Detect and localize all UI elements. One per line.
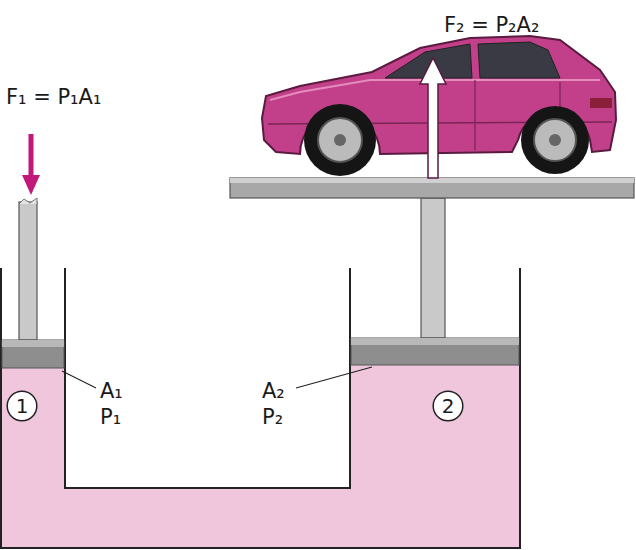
piston-rod (421, 198, 445, 338)
car (262, 36, 616, 176)
force-label: F₁ = P₁A₁ (6, 86, 101, 109)
force-arrow-up (420, 58, 446, 178)
pressure-label: P₁ (100, 406, 121, 429)
leader-line (296, 367, 372, 388)
small-piston (2, 340, 64, 368)
hydraulic-fluid (1, 365, 520, 548)
force-arrow-shaft (29, 134, 34, 178)
leader-line (62, 371, 96, 388)
force-label: F₂ = P₂A₂ (444, 14, 539, 37)
callout-number: 2 (442, 394, 455, 418)
vessel-inner-wall (65, 268, 350, 488)
callout-circle: 1 (6, 390, 38, 422)
callout-number: 1 (16, 394, 29, 418)
piston-rod (19, 202, 37, 340)
rod-cut (19, 198, 37, 204)
force-arrow-head (22, 175, 40, 195)
lift-platform (230, 178, 634, 198)
area-label: A₁ (100, 380, 123, 403)
piston-highlight (2, 340, 64, 347)
piston-highlight (351, 338, 519, 345)
area-label: A₂ (262, 380, 285, 403)
large-piston (351, 338, 519, 365)
callout-circle: 2 (432, 390, 464, 422)
pressure-label: P₂ (262, 406, 283, 429)
